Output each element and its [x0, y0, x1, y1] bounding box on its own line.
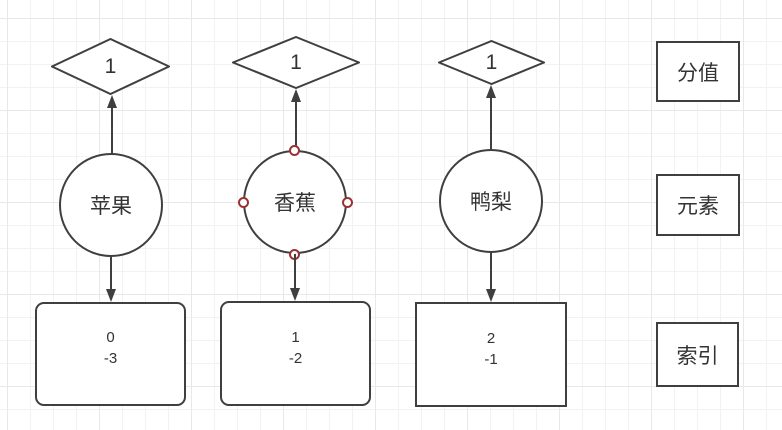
score-diamond-1[interactable]: 1 — [51, 38, 170, 95]
element-label: 鸭梨 — [470, 191, 512, 214]
diamond-shape — [232, 36, 360, 89]
legend-box-score[interactable]: 分值 — [656, 41, 740, 102]
connection-point-handle-top[interactable] — [289, 145, 300, 156]
legend-label: 分值 — [677, 61, 719, 85]
diamond-shape — [438, 40, 545, 85]
index-value: 2 — [486, 329, 496, 347]
element-circle-2[interactable]: 香蕉 — [243, 150, 347, 254]
arrow-head-icon — [290, 288, 300, 301]
element-label: 香蕉 — [274, 192, 316, 215]
score-diamond-3[interactable]: 1 — [438, 40, 545, 85]
legend-box-index[interactable]: 索引 — [656, 322, 739, 387]
arrow-up-3[interactable] — [483, 85, 499, 149]
arrow-up-2[interactable] — [288, 89, 304, 150]
connection-point-handle-left[interactable] — [238, 197, 249, 208]
arrow-head-icon — [486, 289, 496, 302]
arrow-down-2[interactable] — [287, 254, 303, 301]
arrow-up-1[interactable] — [104, 95, 120, 153]
element-label: 苹果 — [90, 195, 132, 218]
index-value: 0 — [106, 329, 115, 346]
arrow-head-icon — [291, 89, 301, 102]
element-circle-3[interactable]: 鸭梨 — [439, 149, 543, 253]
index-rect-1[interactable]: 0 -3 — [35, 302, 186, 406]
legend-box-element[interactable]: 元素 — [656, 174, 740, 236]
score-diamond-2[interactable]: 1 — [232, 36, 360, 89]
legend-label: 元素 — [677, 195, 719, 218]
connection-point-handle-right[interactable] — [342, 197, 353, 208]
diamond-shape — [51, 38, 170, 95]
legend-label: 索引 — [676, 344, 719, 368]
arrow-head-icon — [107, 95, 117, 108]
element-circle-1[interactable]: 苹果 — [59, 153, 163, 257]
index-rect-2[interactable]: 1 -2 — [220, 301, 371, 406]
index-rect-3[interactable]: 2 -1 — [415, 302, 567, 407]
arrow-down-1[interactable] — [103, 257, 119, 302]
arrow-head-icon — [106, 289, 116, 302]
index-offset: -2 — [288, 349, 303, 367]
index-offset: -1 — [484, 350, 498, 368]
arrow-head-icon — [486, 85, 496, 98]
index-offset: -3 — [103, 350, 118, 367]
index-value: 1 — [291, 328, 300, 346]
arrow-down-3[interactable] — [483, 253, 499, 302]
